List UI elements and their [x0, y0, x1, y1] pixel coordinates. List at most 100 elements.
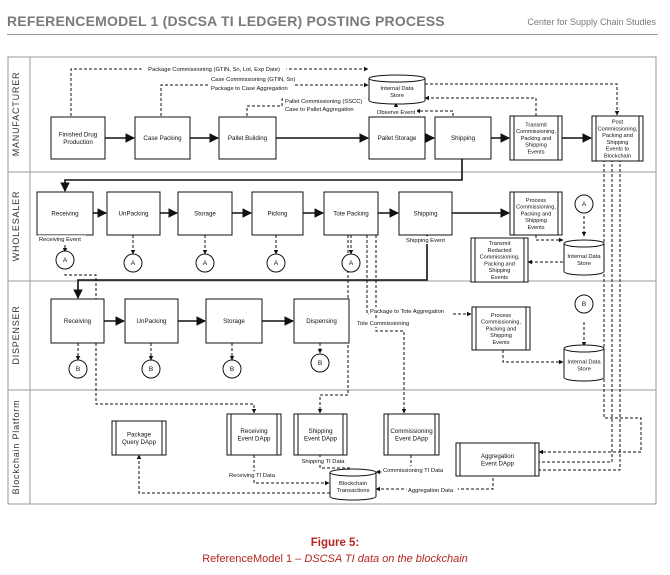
storage-w-label: Storage	[194, 211, 216, 218]
commissioning-ti-label: Commissioning TI Data	[383, 468, 444, 474]
connector-label: A	[274, 260, 279, 267]
figure-caption: ReferenceModel 1 – DSCSA TI data on the …	[0, 553, 670, 565]
receiving-d-node: Receiving	[50, 298, 105, 344]
connector-label: B	[76, 366, 80, 373]
aggregation-dapp-label: Aggregation	[481, 453, 515, 460]
aggregation-dapp-shape	[455, 442, 540, 477]
receiving-w-shape	[36, 191, 94, 236]
unpacking-d-shape	[124, 298, 179, 344]
transmit-redacted-label: Transmit	[489, 241, 511, 247]
process-d-label: Process	[491, 313, 511, 319]
receiving-w-label: Receiving	[51, 211, 79, 218]
caption-italic: DSCSA TI data on the blockchain	[304, 553, 468, 565]
storage-d-shape	[205, 298, 263, 344]
connector-label: B	[582, 301, 586, 308]
transmit-events-label: Packing and	[521, 136, 552, 142]
caption-prefix: ReferenceModel 1 –	[202, 553, 305, 565]
tote-packing-label: Tote Packing	[333, 211, 369, 218]
transmit-redacted-label: Redacted	[488, 248, 512, 254]
process-w-label: Events	[527, 225, 544, 231]
transmit-events-label: Shipping	[525, 143, 547, 149]
case-packing-label: Case Packing	[143, 135, 182, 142]
package-query-shape	[111, 420, 167, 456]
lane-label: MANUFACTURER	[11, 72, 21, 157]
pallet-storage-shape	[368, 116, 426, 160]
shipping-dapp-label: Shipping	[308, 428, 333, 435]
connector-a-icon: A	[123, 253, 143, 273]
blockchain-tx-label: Transactions	[337, 488, 370, 494]
internal-store-m-label: Internal Data	[380, 86, 414, 92]
header-divider	[7, 34, 658, 35]
transmit-events-shape	[509, 115, 563, 161]
pallet-building-node: Pallet Building	[218, 116, 277, 160]
post-events-label: Events to	[606, 147, 629, 153]
post-events-label: Commissioning,	[598, 126, 638, 132]
shipping-w-label: Shipping	[413, 211, 438, 218]
process-d-label: Shipping	[490, 333, 512, 339]
picking-w-shape	[251, 191, 304, 236]
transmit-redacted-shape	[470, 237, 529, 283]
shipping-ti-label: Shipping TI Data	[301, 459, 345, 465]
post-events-label: Post	[612, 120, 624, 126]
package-query-label: Query DApp	[122, 439, 157, 446]
process-d-label: Events	[492, 340, 509, 346]
connector-a-icon: A	[266, 253, 286, 273]
dispensing-d-shape	[293, 298, 350, 344]
internal-store-d-label: Store	[577, 366, 591, 372]
receiving-d-shape	[50, 298, 105, 344]
commissioning-dapp-label: Event DApp	[395, 435, 429, 442]
tote-packing-node: Tote Packing	[323, 191, 379, 236]
tote-commissioning-label: Tote Commissioning	[357, 321, 409, 327]
connector-label: B	[149, 366, 153, 373]
shipping-dapp-label: Event DApp	[304, 435, 338, 442]
connector-b-icon: B	[310, 353, 330, 373]
dispensing-d-label: Dispensing	[306, 318, 337, 325]
unpacking-w-shape	[106, 191, 161, 236]
receiving-w-node: Receiving	[36, 191, 94, 236]
unpacking-w-node: UnPacking	[106, 191, 161, 236]
connector-b-icon: B	[574, 294, 594, 314]
internal-store-m-shape	[368, 78, 426, 105]
process-diagram: MANUFACTURERWHOLESALERDISPENSERBlockchai…	[7, 56, 657, 505]
shipping-dapp-shape	[293, 413, 348, 456]
transmit-redacted-label: Commissioning,	[480, 255, 520, 261]
lane-label: Blockchain Platform	[11, 400, 21, 495]
receiving-dapp-label: Event DApp	[237, 435, 271, 442]
process-d-label: Packing and	[486, 326, 517, 332]
connector-b-icon: B	[68, 359, 88, 379]
case-packing-shape	[134, 116, 191, 160]
package-to-case-label: Package to Case Aggregation	[211, 86, 288, 92]
shipping-m-shape	[434, 116, 492, 160]
process-w-label: Process	[526, 198, 546, 204]
pallet-building-shape	[218, 116, 277, 160]
commissioning-dapp-label: Commissioning	[390, 428, 433, 435]
commissioning-dapp-shape	[383, 413, 440, 456]
receiving-event-label: Receiving Event	[39, 237, 81, 243]
post-events-shape	[591, 115, 644, 162]
process-d-label: Commissioning,	[481, 320, 521, 326]
picking-w-label: Picking	[268, 211, 289, 218]
pallet-building-label: Pallet Building	[228, 135, 268, 142]
aggregation-dapp-label: Event DApp	[481, 460, 515, 467]
internal-store-w-label: Internal Data	[567, 254, 601, 260]
finished-drug-label: Finished Drug	[59, 131, 98, 138]
connector-label: A	[349, 260, 354, 267]
lane-label: DISPENSER	[11, 305, 21, 364]
process-w-label: Commissioning,	[516, 205, 556, 211]
receiving-dapp-shape	[226, 413, 282, 456]
aggregation-data-label: Aggregation Data	[408, 488, 454, 494]
unpacking-d-node: UnPacking	[124, 298, 179, 344]
transmit-redacted-label: Events	[491, 275, 508, 281]
internal-store-w-shape	[563, 243, 605, 276]
package-to-tote-label: Package to Tote Aggregation	[370, 309, 444, 315]
